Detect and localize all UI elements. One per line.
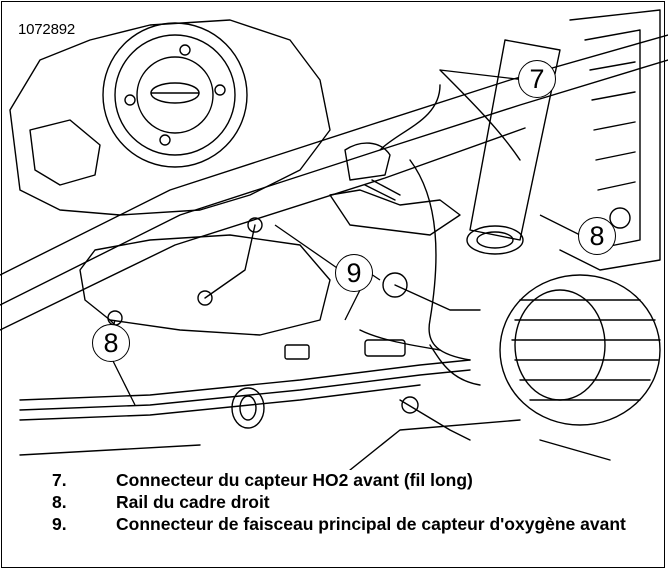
figure-number: 1072892 [14, 20, 79, 39]
legend-text: Connecteur de faisceau principal de capt… [116, 514, 626, 534]
callout-8-right: 8 [578, 217, 616, 255]
callout-7: 7 [518, 60, 556, 98]
legend-text: Rail du cadre droit [116, 492, 270, 512]
callout-8-left: 8 [92, 324, 130, 362]
callout-9: 9 [335, 254, 373, 292]
engine-illustration [0, 9, 668, 470]
legend-number: 9. [52, 514, 67, 534]
legend-text: Connecteur du capteur HO2 avant (fil lon… [116, 470, 473, 490]
legend-number: 8. [52, 492, 67, 512]
legend-number: 7. [52, 470, 67, 490]
